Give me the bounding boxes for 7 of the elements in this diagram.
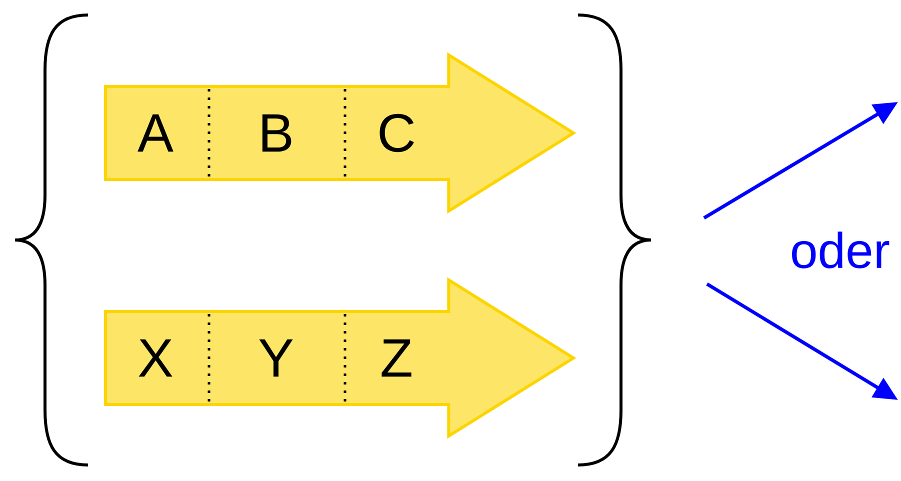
label-text: oder (792, 232, 890, 268)
segment-label: C (380, 114, 414, 152)
segment-label: A (138, 114, 174, 152)
segment-label: B (262, 114, 292, 152)
segment-label: X (138, 339, 172, 377)
segment-label: Y (259, 339, 293, 377)
segment-label: Z (382, 339, 412, 377)
